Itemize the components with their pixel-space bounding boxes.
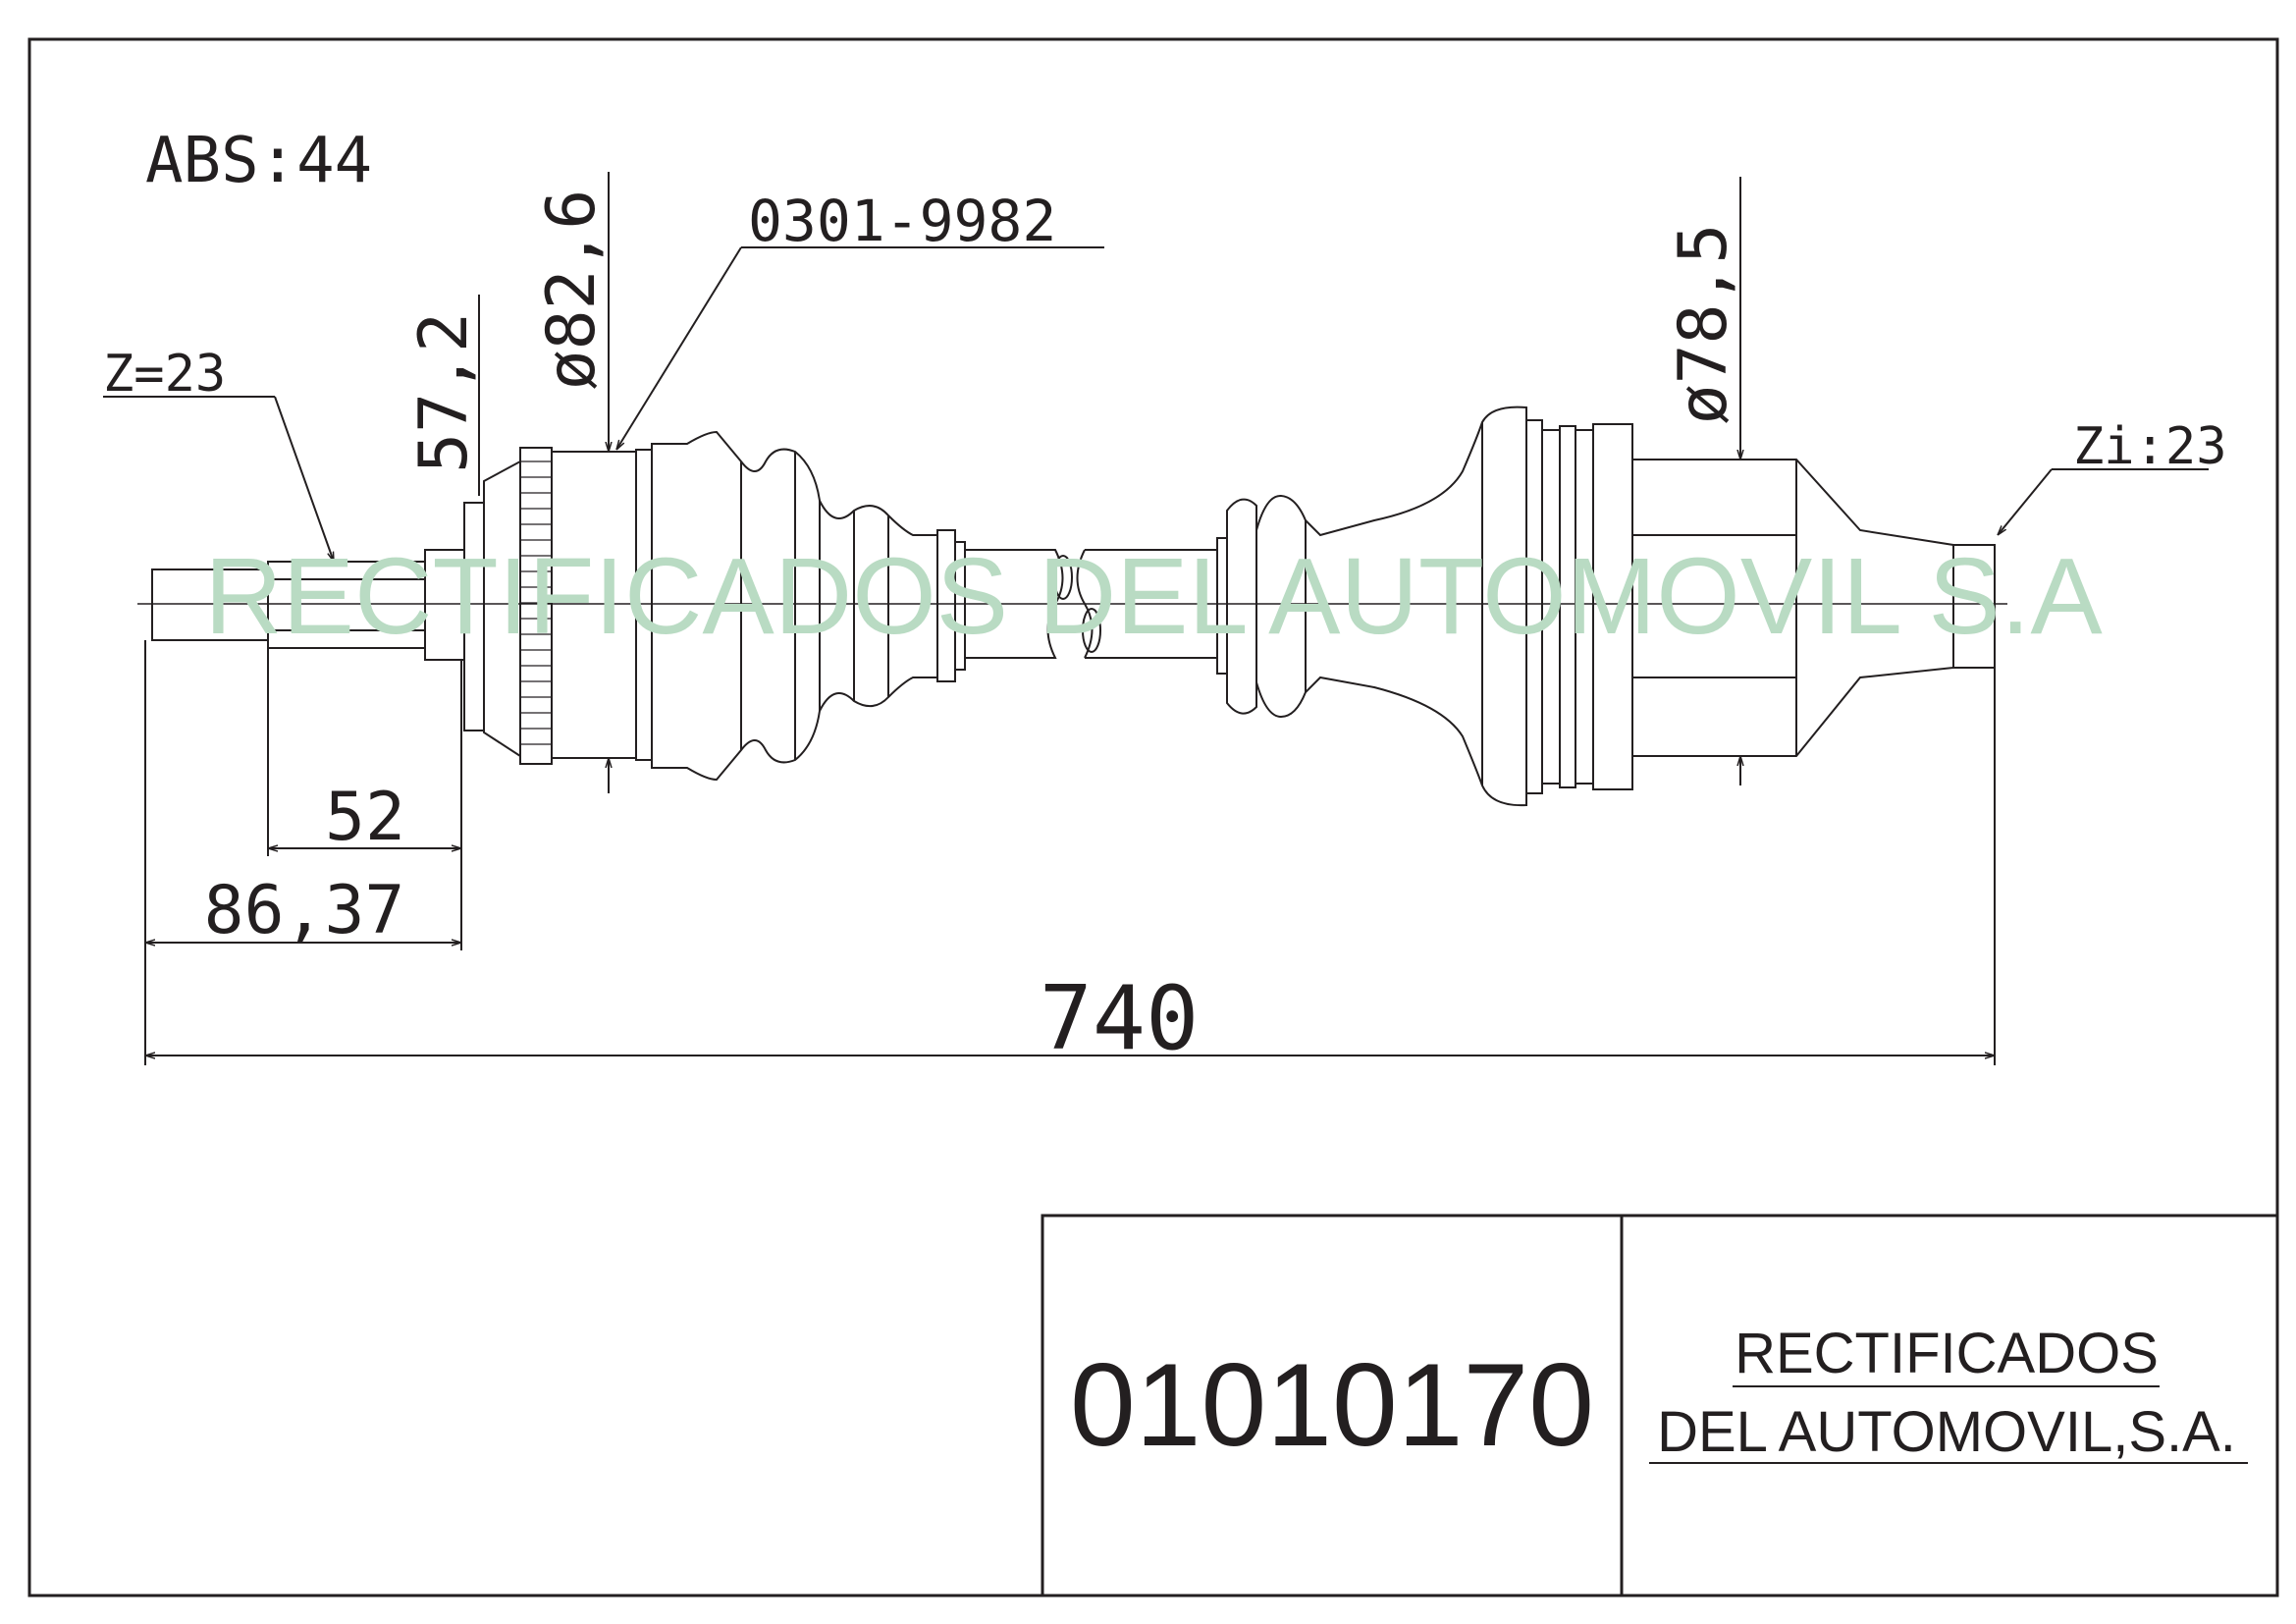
part-ref-label: 0301-9982 [748, 188, 1056, 254]
dimensions: 740 86,37 52 57,2 ø82,6 ø78,5 Z=23 0301-… [103, 125, 2227, 1070]
watermark-text: RECTIFICADOS DEL AUTOMOVIL S.A [204, 536, 2103, 657]
dim-diam-78-5-label: ø78,5 [1665, 224, 1742, 425]
company-line2: DEL AUTOMOVIL,S.A. [1657, 1400, 2236, 1464]
inner-boot [1226, 406, 1527, 807]
dim-52-label: 52 [325, 779, 405, 856]
part-number: 01010170 [1070, 1339, 1594, 1471]
dim-86-37-label: 86,37 [204, 872, 405, 949]
spline-outer-label: Z=23 [103, 345, 226, 404]
intermediate-shaft [965, 549, 1064, 659]
abs-label: ABS:44 [145, 125, 372, 197]
title-block: 01010170 RECTIFICADOS DEL AUTOMOVIL,S.A. [1041, 1214, 2279, 1597]
spline-inner-label: Zi:23 [2073, 417, 2227, 476]
dim-diam-82-6-label: ø82,6 [533, 189, 611, 391]
dim-740-label: 740 [1040, 967, 1200, 1070]
inner-spline-stub [1952, 544, 1996, 669]
dim-57-2-label: 57,2 [405, 312, 483, 473]
drive-shaft-assembly [137, 406, 2007, 807]
company-line1: RECTIFICADOS [1735, 1322, 2159, 1385]
